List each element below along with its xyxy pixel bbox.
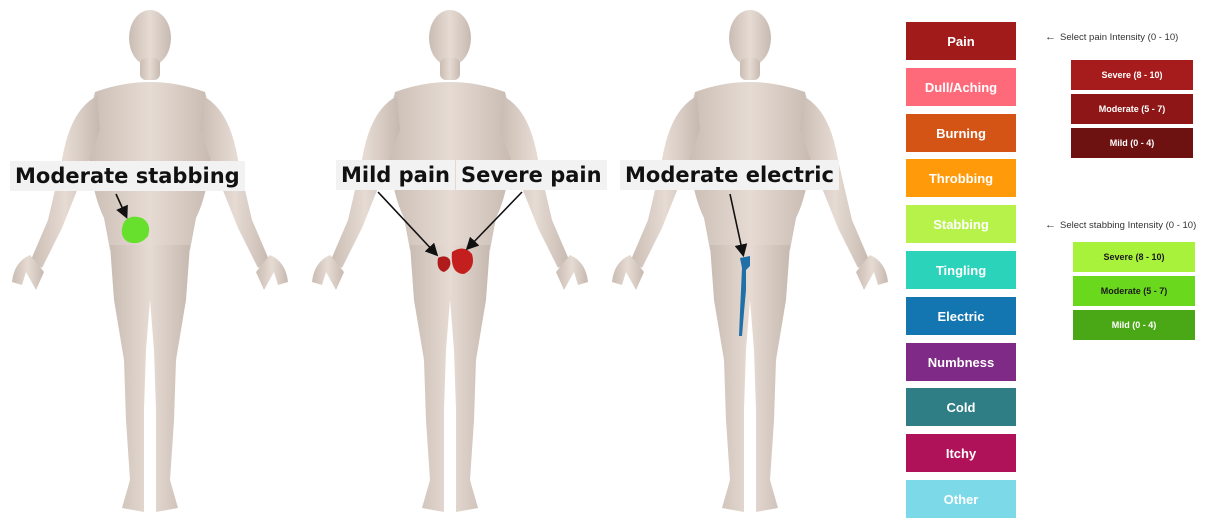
stabbing-intensity-level-1-button[interactable]: Moderate (5 - 7) <box>1073 276 1195 306</box>
callout-mild-pain: Mild pain <box>336 160 455 190</box>
pain-intensity-level-1-button[interactable]: Moderate (5 - 7) <box>1071 94 1193 124</box>
pain-type-other-button[interactable]: Other <box>906 480 1016 518</box>
stabbing-intensity-level-2-button[interactable]: Mild (0 - 4) <box>1073 310 1195 340</box>
stabbing-intensity-level-0-button[interactable]: Severe (8 - 10) <box>1073 242 1195 272</box>
pain-type-burning-button[interactable]: Burning <box>906 114 1016 152</box>
callout-moderate-electric: Moderate electric <box>620 160 839 190</box>
arrow-left-icon: ← <box>1045 31 1056 43</box>
pain-type-throbbing-button[interactable]: Throbbing <box>906 159 1016 197</box>
pain-type-itchy-button[interactable]: Itchy <box>906 434 1016 472</box>
callout-moderate-stabbing: Moderate stabbing <box>10 161 245 191</box>
pain-type-electric-button[interactable]: Electric <box>906 297 1016 335</box>
pain-type-stabbing-button[interactable]: Stabbing <box>906 205 1016 243</box>
pain-intensity-prompt: ←Select pain Intensity (0 - 10) <box>1045 31 1178 43</box>
pain-type-tingling-button[interactable]: Tingling <box>906 251 1016 289</box>
pain-type-numbness-button[interactable]: Numbness <box>906 343 1016 381</box>
body-figure-3[interactable] <box>600 0 900 522</box>
callout-severe-pain: Severe pain <box>456 160 607 190</box>
body-figure-1[interactable] <box>0 0 300 522</box>
pain-type-dull-aching-button[interactable]: Dull/Aching <box>906 68 1016 106</box>
pain-type-pain-button[interactable]: Pain <box>906 22 1016 60</box>
pain-intensity-level-2-button[interactable]: Mild (0 - 4) <box>1071 128 1193 158</box>
stabbing-intensity-prompt: ←Select stabbing Intensity (0 - 10) <box>1045 219 1196 231</box>
body-figure-2[interactable] <box>300 0 600 522</box>
arrow-left-icon: ← <box>1045 219 1056 231</box>
pain-type-cold-button[interactable]: Cold <box>906 388 1016 426</box>
pain-intensity-level-0-button[interactable]: Severe (8 - 10) <box>1071 60 1193 90</box>
